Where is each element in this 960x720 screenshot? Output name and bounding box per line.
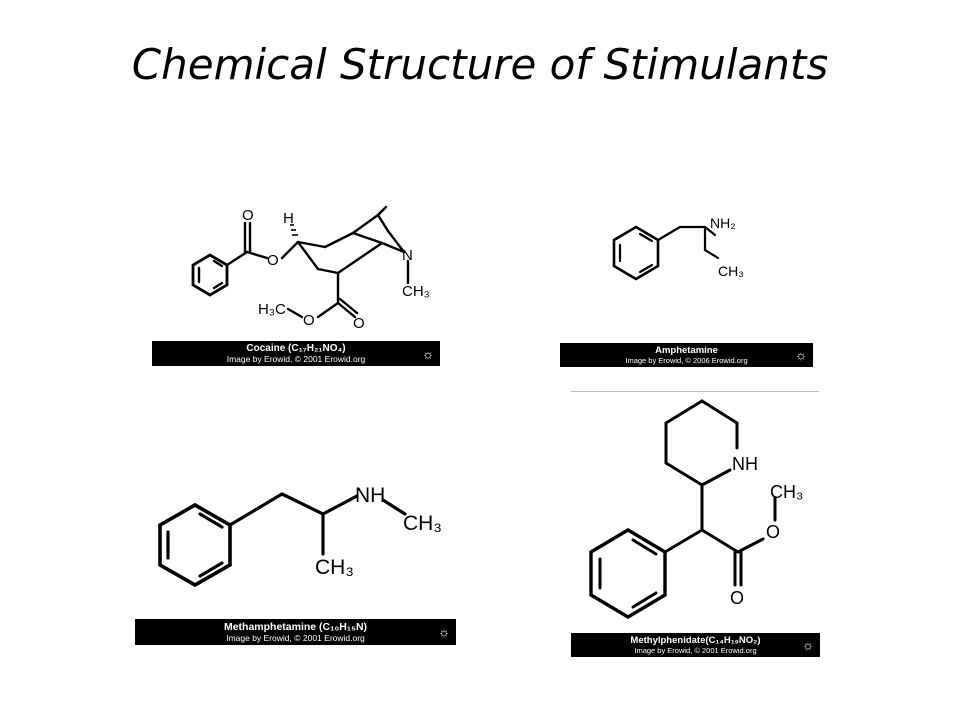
methamphetamine-structure: NH CH₃ CH₃ <box>158 484 442 588</box>
methamphetamine-caption-name: Methamphetamine (C₁₀H₁₅N) <box>223 621 368 633</box>
amphetamine-structure: NH₂ CH₃ <box>612 215 744 281</box>
cocaine-structure: O H O N CH₃ H₃C O O <box>191 205 430 332</box>
cocaine-atom-o-mid: O <box>267 252 279 269</box>
cocaine-atom-n: N <box>402 247 413 264</box>
methamphetamine-caption: Methamphetamine (C₁₀H₁₅N) Image by Erowi… <box>135 619 456 645</box>
methamphetamine-atom-ch3-right: CH₃ <box>403 512 442 535</box>
sun-icon: ☼ <box>422 346 434 361</box>
sun-icon: ☼ <box>438 624 450 640</box>
methamphetamine-panel: NH CH₃ CH₃ Methamphetamine (C₁₀H₁₅N) Ima… <box>135 470 457 646</box>
amphetamine-atom-ch3: CH₃ <box>718 263 744 279</box>
methylphenidate-structure: NH CH₃ O O <box>589 399 803 619</box>
cocaine-atom-o-carbonyl: O <box>353 315 365 332</box>
methylphenidate-caption-credit: Image by Erowid, © 2001 Erowid.org <box>634 646 757 655</box>
amphetamine-atom-nh2: NH₂ <box>710 215 736 231</box>
sun-icon: ☼ <box>795 347 807 363</box>
cocaine-atom-h3c: H₃C <box>258 301 286 318</box>
cocaine-atom-h: H <box>283 210 294 227</box>
cocaine-atom-o-top: O <box>242 207 254 224</box>
methylphenidate-atom-o-ester: O <box>766 522 780 542</box>
divider-line <box>571 391 819 392</box>
methamphetamine-caption-credit: Image by Erowid, © 2001 Erowid.org <box>226 633 365 643</box>
methylphenidate-panel: NH CH₃ O O Methylphenidate(C₁₄H₁₉NO₂) Im… <box>570 395 822 658</box>
sun-icon: ☼ <box>802 637 814 653</box>
cocaine-atom-o-ester: O <box>303 312 315 329</box>
slide-title: Chemical Structure of Stimulants <box>131 40 829 89</box>
methylphenidate-atom-ch3: CH₃ <box>770 482 803 502</box>
methylphenidate-caption-name: Methylphenidate(C₁₄H₁₉NO₂) <box>630 635 761 646</box>
cocaine-caption: Cocaine (C₁₇H₂₁NO₄) Image by Erowid, © 2… <box>152 341 440 366</box>
amphetamine-caption: Amphetamine Image by Erowid, © 2006 Erow… <box>560 343 813 367</box>
cocaine-caption-credit: Image by Erowid, © 2001 Erowid.org <box>226 354 366 364</box>
amphetamine-caption-credit: Image by Erowid, © 2006 Erowid.org <box>625 356 748 365</box>
cocaine-caption-name: Cocaine (C₁₇H₂₁NO₄) <box>246 343 346 354</box>
amphetamine-panel: NH₂ CH₃ Amphetamine Image by Erowid, © 2… <box>560 200 814 368</box>
methylphenidate-caption: Methylphenidate(C₁₄H₁₉NO₂) Image by Erow… <box>571 633 820 657</box>
methamphetamine-atom-nh: NH <box>355 484 385 507</box>
methylphenidate-atom-o-carbonyl: O <box>730 588 744 608</box>
cocaine-atom-ch3-n: CH₃ <box>402 283 430 300</box>
amphetamine-caption-name: Amphetamine <box>655 345 718 356</box>
methamphetamine-atom-ch3-bottom: CH₃ <box>315 556 354 579</box>
cocaine-panel: O H O N CH₃ H₃C O O Cocaine (C₁₇H₂₁NO₄) … <box>150 195 440 367</box>
methylphenidate-atom-nh: NH <box>732 454 758 474</box>
